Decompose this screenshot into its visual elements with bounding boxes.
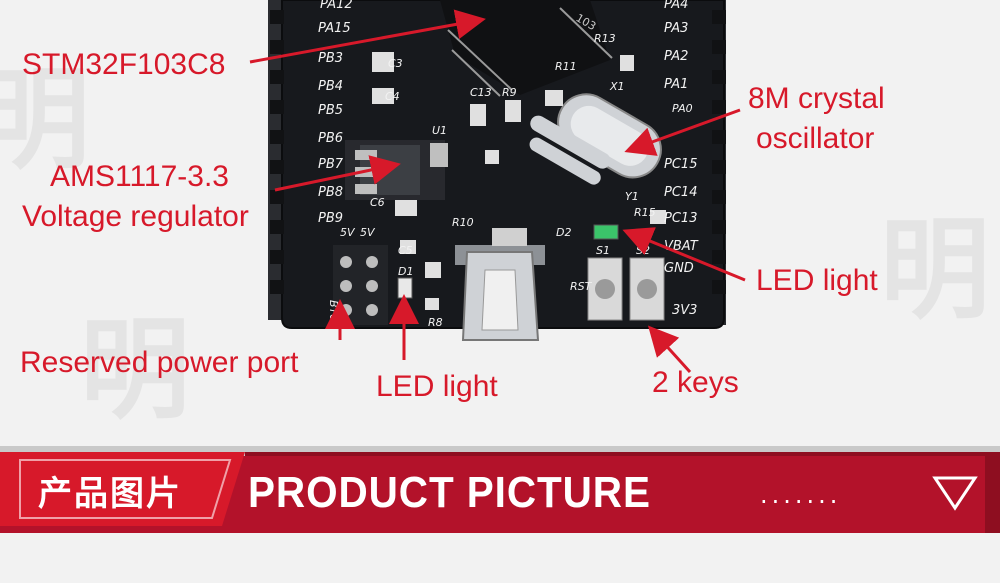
banner-english-title: PRODUCT PICTURE — [248, 468, 651, 517]
svg-text:5V: 5V — [360, 226, 376, 239]
svg-text:R8: R8 — [428, 316, 443, 329]
svg-text:PA2: PA2 — [664, 49, 688, 64]
watermark: 明 — [0, 56, 90, 184]
svg-text:PB7: PB7 — [318, 157, 344, 172]
svg-text:PC13: PC13 — [664, 211, 697, 226]
callout-led-bottom: LED light — [376, 370, 498, 403]
svg-text:D2: D2 — [556, 226, 571, 239]
triangle-down-icon — [932, 476, 978, 511]
svg-text:R15: R15 — [634, 206, 656, 219]
svg-text:U1: U1 — [432, 124, 447, 137]
svg-text:S1: S1 — [596, 244, 610, 257]
svg-text:C4: C4 — [385, 90, 400, 103]
callout-arrows — [249, 9, 746, 374]
svg-text:R10: R10 — [452, 216, 474, 229]
svg-text:PB3: PB3 — [318, 51, 343, 66]
svg-text:C5: C5 — [398, 244, 413, 257]
buttons — [587, 257, 665, 321]
svg-text:PB4: PB4 — [318, 79, 343, 94]
svg-text:PA4: PA4 — [664, 0, 688, 12]
watermark: 明 — [880, 206, 990, 334]
svg-text:PC15: PC15 — [664, 157, 697, 172]
svg-text:PA15: PA15 — [318, 21, 351, 36]
watermark: 明 — [80, 306, 190, 434]
svg-text:5V: 5V — [340, 226, 356, 239]
product-picture-banner — [0, 438, 1000, 538]
banner-chinese-title: 产品图片 — [38, 474, 182, 514]
callout-mcu: STM32F103C8 — [22, 48, 226, 81]
svg-text:PB5: PB5 — [318, 103, 343, 118]
svg-text:PA1: PA1 — [664, 77, 688, 92]
svg-text:3V3: 3V3 — [672, 303, 697, 318]
svg-text:R13: R13 — [594, 32, 616, 45]
svg-text:C3: C3 — [388, 57, 403, 70]
svg-text:PA12: PA12 — [320, 0, 353, 12]
callout-crystal-line2: oscillator — [756, 122, 875, 155]
callout-regulator-line1: AMS1117-3.3 — [50, 160, 229, 193]
svg-text:R11: R11 — [555, 60, 577, 73]
callout-regulator-line2: Voltage regulator — [22, 200, 249, 233]
svg-text:D1: D1 — [398, 265, 413, 278]
led-d2 — [593, 224, 619, 240]
svg-text:R9: R9 — [502, 86, 517, 99]
svg-text:RST: RST — [570, 280, 593, 293]
callout-crystal-line1: 8M crystal — [748, 82, 885, 115]
svg-text:GND: GND — [664, 261, 694, 276]
banner-dots: ······· — [760, 488, 842, 516]
svg-text:PA3: PA3 — [664, 21, 688, 36]
svg-text:C13: C13 — [470, 86, 492, 99]
svg-text:PC14: PC14 — [664, 185, 697, 200]
callout-led-right: LED light — [756, 264, 878, 297]
callout-keys: 2 keys — [652, 366, 739, 399]
svg-text:Y1: Y1 — [625, 190, 639, 203]
svg-text:X1: X1 — [609, 80, 625, 93]
svg-text:PB8: PB8 — [318, 185, 343, 200]
svg-text:C6: C6 — [370, 196, 385, 209]
callout-power-port: Reserved power port — [20, 346, 299, 379]
svg-text:PB6: PB6 — [318, 131, 343, 146]
usb-connector — [455, 228, 545, 341]
svg-text:PA0: PA0 — [672, 102, 693, 115]
svg-text:PB9: PB9 — [318, 211, 343, 226]
